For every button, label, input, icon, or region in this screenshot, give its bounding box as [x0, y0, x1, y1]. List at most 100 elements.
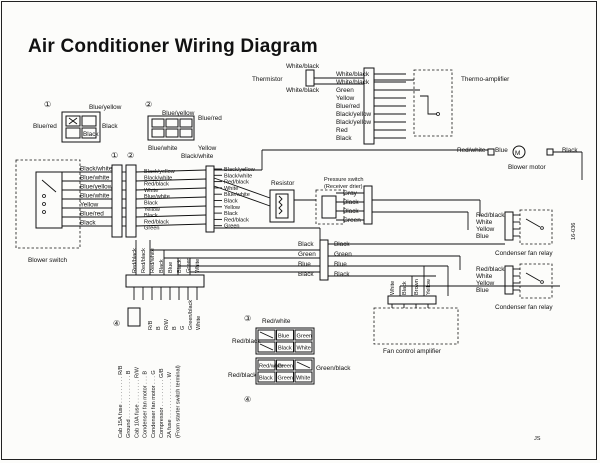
fuse-legend-item: Condenser fan motor . . . B: [143, 371, 149, 438]
fuse-legend-item: Cab 15A fuse . . . . . . . . . R/B: [118, 365, 124, 438]
pressure-switch-wire-label: Green: [343, 217, 361, 224]
connector-4-pin-label: White: [196, 316, 202, 330]
mid-bus-left-label: Blue: [298, 261, 311, 268]
mark-label: JS: [534, 436, 541, 442]
mid-bus-right-label: Blue: [334, 261, 347, 268]
blower-switch: Blower switch ① ② Black/whiteBlue/whiteB…: [15, 151, 207, 264]
blower-switch-label: Blower switch: [28, 257, 68, 264]
pressure-switch-sublabel: (Receiver drier): [324, 184, 363, 190]
connector-5-left-label: Red/black: [228, 372, 257, 379]
mid-bus-right-label: Black: [334, 271, 350, 278]
pressure-switch-label: Pressure switch: [324, 177, 363, 183]
connector-4-pin-label: R/W: [164, 318, 170, 330]
mid-bus-left-label: Green: [298, 251, 316, 258]
main-bus-left-label: Yellow: [144, 207, 161, 213]
blower-motor: Red/white Blue Black M Blower motor: [457, 145, 578, 171]
thermo-amplifier-wire-label: Black/yellow: [336, 119, 372, 126]
connector-3-cell-label: Blue: [278, 334, 289, 340]
pressure-switch: Pressure switch (Receiver drier) GrayBla…: [315, 177, 373, 225]
condenser-fan-relay-wire-label: White: [476, 219, 493, 226]
fan-control-amplifier-wire-label: White: [390, 281, 396, 295]
connector-2-key: ②: [145, 100, 152, 109]
condenser-fan-relay-wire-label: White: [476, 273, 493, 280]
connector-5-cell-label: Green: [278, 376, 294, 382]
main-bus-left-label: White: [144, 188, 158, 194]
main-bus-left-label: Red/black: [144, 219, 169, 225]
connector-3-key: ③: [244, 314, 251, 323]
connector-4-pin-label: G: [180, 326, 186, 330]
connector-3-cell-label: Green: [297, 334, 313, 340]
thermo-amplifier-wire-label: Green: [336, 87, 354, 94]
blower-motor-mid-label: Blue: [495, 147, 508, 154]
code-label: 16-036: [571, 223, 577, 240]
connector-4-wire-label: Black: [159, 259, 165, 273]
mid-bus-left-label: Black: [298, 241, 314, 248]
main-bus-wire-label: White: [224, 186, 238, 192]
main-bus-wire-label: Yellow: [224, 205, 241, 211]
connector-4-key: ④: [113, 319, 120, 328]
thermo-amplifier-wire-label: Red: [336, 127, 348, 134]
blower-switch-wire-label: Blue/red: [80, 211, 104, 218]
fan-control-amplifier-label: Fan control amplifier: [383, 348, 442, 355]
blower-switch-wire-label: Blue/yellow: [80, 184, 113, 191]
connector-4-wire-label: Blue: [168, 262, 174, 273]
main-bus-wire-label: Green: [224, 224, 240, 230]
connector-3-cell-label: White: [297, 346, 311, 352]
main-bus-left-label: Blue/white: [144, 194, 170, 200]
thermo-amplifier-wire-label: Yellow: [336, 95, 355, 102]
blower-switch-wire-label: Yellow: [80, 202, 99, 209]
connector-3-left-label: Red/black: [232, 338, 261, 345]
connector-4-pin-label: B: [172, 326, 178, 330]
connector-5-cell-label: Black: [259, 376, 273, 382]
fan-control-amplifier-wire-label: Yellow: [426, 278, 432, 295]
main-bus-left-label: Black/yellow: [144, 169, 176, 175]
blower-switch-wire-label: Blue/white: [80, 175, 110, 182]
fuse-legend-item: Ground . . . . . . . . . . . . . . B: [126, 370, 132, 438]
fuse-legend-item: (From starter switch terminal): [175, 365, 181, 438]
connector-2-right-label: Blue/red: [198, 115, 222, 122]
main-bus: Black/yellowBlack/yellowBlack/whiteBlack…: [144, 165, 256, 233]
pressure-switch-wire-label: Black: [343, 199, 359, 206]
connector-1-left-label: Blue/red: [33, 123, 57, 130]
mid-bus-right-label: Black: [334, 241, 350, 248]
connector-5-cell-label: Red/white: [259, 364, 284, 370]
fuse-legend-item: 2A fuse . . . . . . . . . . . . . W: [167, 371, 173, 438]
main-bus-wire-label: Black: [224, 211, 238, 217]
main-bus-wire-label: Red/black: [224, 180, 249, 186]
connector-1-top-label: Blue/yellow: [89, 104, 122, 111]
main-bus-wire-label: Black/white: [224, 173, 252, 179]
main-bus-wire-label: Black: [224, 199, 238, 205]
svg-text:②: ②: [127, 151, 134, 160]
connector-1-right-label: Black: [102, 123, 118, 130]
thermo-amplifier-wire-label: White/black: [336, 71, 370, 78]
mid-bus-left-label: Black: [298, 271, 314, 278]
main-bus-left-label: Green: [144, 226, 160, 232]
thermo-amplifier-wire-label: Black: [336, 135, 352, 142]
page-title: Air Conditioner Wiring Diagram: [28, 36, 318, 57]
connector-2-bottom-left-label: Blue/white: [148, 145, 178, 152]
connector-4-wire-label: Red/white: [150, 248, 156, 273]
pressure-switch-wire-label: Gray: [343, 190, 358, 197]
connector-2-top-label: Blue/yellow: [162, 110, 195, 117]
connector-4-wire-label: Red/black: [132, 248, 138, 273]
main-bus-left-label: Black: [144, 201, 158, 207]
thermo-amplifier-label: Thermo-amplifier: [461, 76, 510, 83]
thermistor-label: Thermistor: [252, 76, 283, 83]
connector-3-cell-label: Black: [278, 346, 292, 352]
condenser-fan-relay-wire-label: Red/black: [476, 266, 505, 273]
connector-3-top-label: Red/white: [262, 318, 291, 325]
condenser-fan-relay-wire-label: Red/black: [476, 212, 505, 219]
condenser-fan-relay-1-label: Condenser fan relay: [495, 250, 553, 257]
condenser-fan-relay-wire-label: Blue: [476, 233, 489, 240]
svg-text:①: ①: [111, 151, 118, 160]
thermistor: Thermistor White/black White/black: [252, 63, 320, 94]
connector-5-right-label: Green/black: [316, 365, 351, 372]
main-bus-wire-label: Blue/white: [224, 192, 250, 198]
thermo-amplifier-wire-label: White/black: [336, 79, 370, 86]
main-bus-left-label: Red/black: [144, 182, 169, 188]
